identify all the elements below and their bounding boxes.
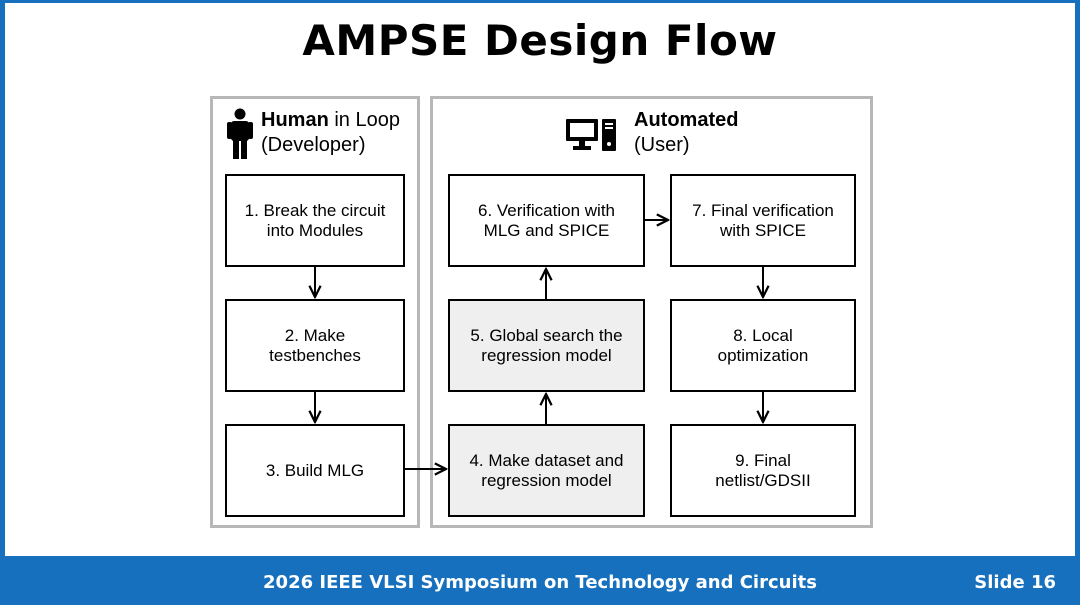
step-4-box: 4. Make dataset and regression model (448, 424, 645, 517)
computer-icon (566, 119, 616, 151)
footer-bar: 2026 IEEE VLSI Symposium on Technology a… (0, 556, 1080, 605)
slide-number: Slide 16 (974, 572, 1056, 593)
footer-conference-text: 2026 IEEE VLSI Symposium on Technology a… (263, 572, 817, 593)
step-5-box: 5. Global search the regression model (448, 299, 645, 392)
step-2-label: 2. Make testbenches (269, 325, 361, 365)
left-header-line2: (Developer) (261, 134, 366, 156)
step-4-label: 4. Make dataset and regression model (469, 450, 624, 490)
step-2-box: 2. Make testbenches (225, 299, 405, 392)
step-8-box: 8. Local optimization (670, 299, 856, 392)
step-6-label: 6. Verification with MLG and SPICE (477, 200, 615, 240)
step-8-label: 8. Local optimization (717, 325, 809, 365)
step-1-label: 1. Break the circuit into Modules (244, 200, 386, 240)
right-panel-header: Automated (User) (634, 108, 738, 158)
person-icon (227, 108, 253, 159)
step-9-box: 9. Final netlist/GDSII (670, 424, 856, 517)
left-header-rest: in Loop (328, 109, 400, 131)
right-header-line2: (User) (634, 134, 690, 156)
left-panel-header: Human in Loop (Developer) (261, 108, 400, 158)
step-1-box: 1. Break the circuit into Modules (225, 174, 405, 267)
left-header-bold: Human (261, 109, 329, 131)
step-6-box: 6. Verification with MLG and SPICE (448, 174, 645, 267)
step-3-label: 3. Build MLG (265, 460, 365, 480)
step-9-label: 9. Final netlist/GDSII (715, 450, 811, 490)
slide-title: AMPSE Design Flow (302, 16, 778, 65)
right-header-bold: Automated (634, 109, 739, 131)
step-7-box: 7. Final verification with SPICE (670, 174, 856, 267)
step-5-label: 5. Global search the regression model (470, 325, 623, 365)
step-7-label: 7. Final verification with SPICE (692, 200, 834, 240)
step-3-box: 3. Build MLG (225, 424, 405, 517)
